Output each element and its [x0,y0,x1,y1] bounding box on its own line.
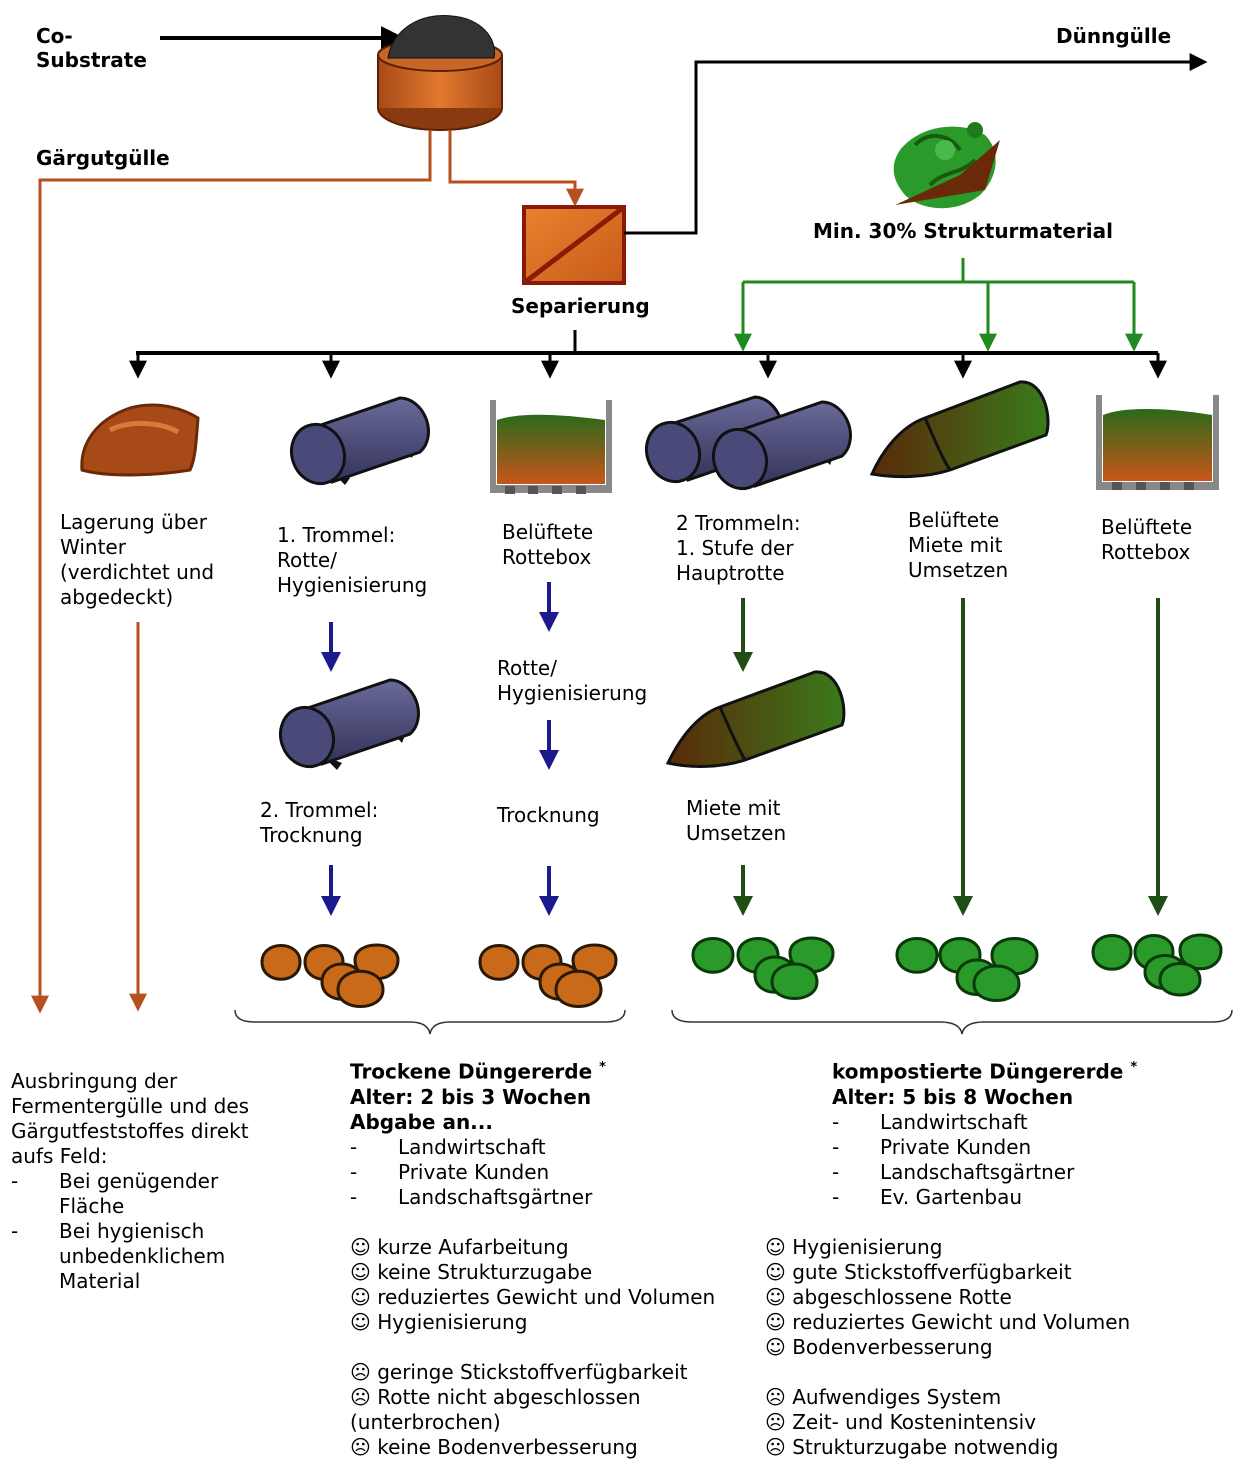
kompost-alter: Alter: 5 bis 8 Wochen [832,1084,1074,1109]
trockene-list: Landwirtschaft Private Kunden Landschaft… [350,1135,730,1210]
con-item: ☹ Aufwendiges System [765,1384,1002,1409]
pro-item: ☺ kurze Aufarbeitung [350,1234,569,1259]
ausbringung-line: Gärgutfeststoffes direkt [11,1119,249,1143]
pro-item: ☺ abgeschlossene Rotte [765,1284,1012,1309]
pro-item: ☺ keine Strukturzugabe [350,1259,593,1284]
compost-heap-icon [80,403,200,477]
trommel1-label: 1. Trommel: Rotte/ Hygienisierung [277,523,428,597]
fertilizer-bags-icon-1 [260,943,400,1008]
trommel2-label: 2. Trommel: Trocknung [260,798,379,847]
list-item: Bei hygienisch unbedenklichem Material [11,1219,246,1294]
windrow-icon-1 [869,380,1050,479]
list-item: Private Kunden [832,1135,1205,1160]
kompost-title: kompostierte Düngererde * [832,1059,1138,1084]
gaergutguelle-flow [31,130,432,1014]
pro-item: ☺ Hygienisierung [350,1309,528,1334]
co-substrate-label: Co- Substrate [36,24,147,72]
trockene-alter: Alter: 2 bis 3 Wochen [350,1084,592,1109]
bunker-to-separator-flow [448,130,584,207]
fertilizer-bags-icon-3 [691,936,835,1000]
ausbringung-list: Bei genügender Fläche Bei hygienisch unb… [11,1169,246,1294]
lagerung-label: Lagerung über Winter (verdichtet und abg… [60,510,215,609]
miete-umsetzen-label: Miete mit Umsetzen [686,796,787,845]
list-item: Landwirtschaft [350,1135,730,1160]
list-item: Bei genügender Fläche [11,1169,246,1219]
duennguelle-label: Dünngülle [1056,24,1172,48]
fertilizer-bags-icon-4 [895,937,1039,1002]
pro-item: ☺ Hygienisierung [765,1234,943,1259]
fertilizer-bags-icon-5 [1091,933,1223,997]
trockene-duengererde-block: Trockene Düngererde * Alter: 2 bis 3 Woc… [350,1055,730,1460]
pro-item: ☺ reduziertes Gewicht und Volumen [765,1309,1131,1334]
list-item: Landwirtschaft [832,1110,1205,1135]
ausbringung-line: Ausbringung der [11,1069,178,1093]
trocknung-label: Trocknung [497,803,600,827]
rottebox1-label: Belüftete Rottebox [502,520,594,569]
pro-item: ☺ Bodenverbesserung [765,1334,993,1359]
brace-trocken [234,1009,626,1035]
pro-item: ☺ reduziertes Gewicht und Volumen [350,1284,716,1309]
list-item: Landschaftsgärtner [832,1160,1205,1185]
ausbringung-line: Fermentergülle und des [11,1094,250,1118]
zwei-trommeln-label: 2 Trommeln: 1. Stufe der Hauptrotte [676,511,801,585]
rottebox2-label: Belüftete Rottebox [1101,515,1193,564]
rottebox-icon-2 [1096,395,1219,490]
trockene-abgabe: Abgabe an... [350,1109,493,1134]
con-item: ☹ Strukturzugabe notwendig [765,1434,1059,1459]
distribution-bus [129,330,1167,379]
fertilizer-bags-icon-2 [478,943,618,1008]
ausbringung-line: aufs Feld: [11,1144,108,1168]
kompost-list: Landwirtschaft Private Kunden Landschaft… [765,1110,1205,1210]
drum-icon-2 [279,678,420,770]
con-item: (unterbrochen) [350,1409,501,1434]
kompostierte-duengererde-block: kompostierte Düngererde * Alter: 5 bis 8… [765,1055,1205,1460]
pro-item: ☺ gute Stickstoffverfügbarkeit [765,1259,1072,1284]
rotte-hyg-label: Rotte/ Hygienisierung [497,656,648,705]
miete-beluftet-label: Belüftete Miete mit Umsetzen [908,508,1009,582]
duennguelle-flow [624,53,1208,235]
con-item: ☹ Zeit- und Kostenintensiv [765,1409,1037,1434]
list-item: Private Kunden [350,1160,730,1185]
separierung-label: Separierung [511,294,650,318]
substrate-bunker-icon [377,14,503,131]
gaergutguelle-label: Gärgutgülle [36,146,170,170]
separator-box-icon [522,205,626,285]
trockene-title: Trockene Düngererde * [350,1059,606,1084]
double-drum-icon [645,395,852,491]
strukturmaterial-label: Min. 30% Strukturmaterial [813,219,1113,243]
con-item: ☹ Rotte nicht abgeschlossen [350,1384,641,1409]
list-item: Ev. Gartenbau [832,1185,1205,1210]
ausbringung-block: Ausbringung der Fermentergülle und des G… [11,1069,250,1294]
con-item: ☹ keine Bodenverbesserung [350,1434,638,1459]
plant-material-icon [893,122,1000,209]
drum-icon-1 [290,396,430,486]
rottebox-icon-1 [490,400,612,494]
struktur-flow [734,258,1143,352]
con-item: ☹ geringe Stickstoffverfügbarkeit [350,1359,688,1384]
list-item: Landschaftsgärtner [350,1185,730,1210]
windrow-icon-2 [665,670,846,768]
brace-kompost [671,1009,1233,1035]
